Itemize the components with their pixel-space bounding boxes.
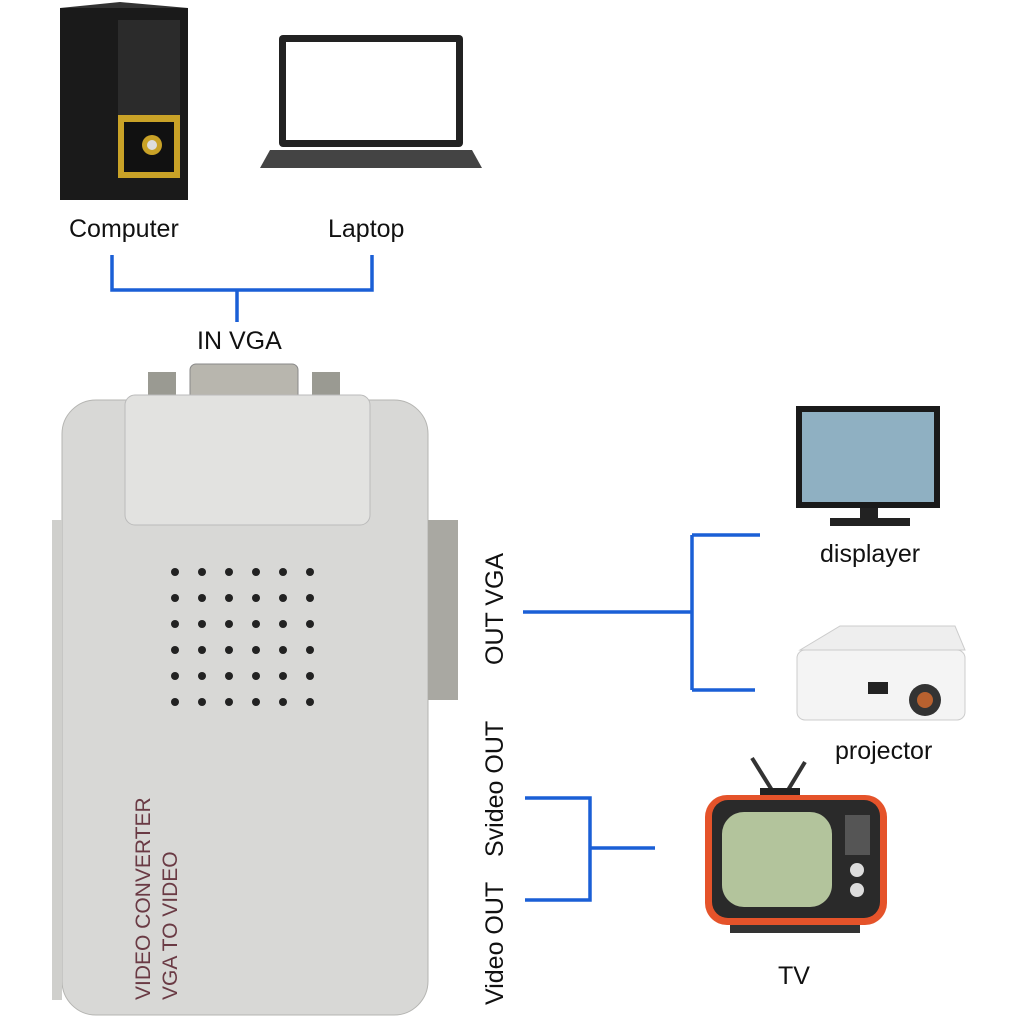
vent-hole bbox=[279, 672, 287, 680]
device-title: VIDEO CONVERTER bbox=[132, 797, 155, 1000]
computer-label: Computer bbox=[69, 215, 179, 243]
vent-hole bbox=[198, 646, 206, 654]
vent-hole bbox=[171, 646, 179, 654]
vent-hole bbox=[252, 620, 260, 628]
vent-hole bbox=[306, 646, 314, 654]
video-out-connector-line bbox=[525, 796, 655, 902]
out-vga-label: OUT VGA bbox=[481, 553, 509, 665]
vent-hole bbox=[171, 620, 179, 628]
vent-holes bbox=[171, 568, 314, 706]
vent-hole bbox=[252, 646, 260, 654]
vent-hole bbox=[252, 672, 260, 680]
vent-hole bbox=[279, 646, 287, 654]
vent-hole bbox=[306, 594, 314, 602]
svideo-out-label: Svideo OUT bbox=[481, 721, 509, 857]
vent-hole bbox=[306, 620, 314, 628]
vent-hole bbox=[279, 620, 287, 628]
vent-hole bbox=[198, 620, 206, 628]
input-connector-line bbox=[110, 255, 374, 322]
video-out-label: Video OUT bbox=[481, 882, 509, 1005]
computer-image bbox=[60, 2, 188, 200]
vent-hole bbox=[171, 594, 179, 602]
vent-hole bbox=[252, 698, 260, 706]
vent-hole bbox=[225, 594, 233, 602]
laptop-image bbox=[260, 35, 482, 168]
vent-hole bbox=[279, 568, 287, 576]
vent-hole bbox=[198, 568, 206, 576]
tv-image bbox=[705, 756, 887, 933]
vent-hole bbox=[252, 568, 260, 576]
vent-hole bbox=[279, 698, 287, 706]
vent-hole bbox=[225, 672, 233, 680]
vent-hole bbox=[225, 568, 233, 576]
monitor-image bbox=[796, 406, 940, 526]
displayer-label: displayer bbox=[820, 540, 920, 568]
vent-hole bbox=[171, 568, 179, 576]
in-vga-label: IN VGA bbox=[197, 327, 282, 355]
vent-hole bbox=[171, 698, 179, 706]
vent-hole bbox=[306, 672, 314, 680]
vent-hole bbox=[171, 672, 179, 680]
vent-hole bbox=[252, 594, 260, 602]
vent-hole bbox=[198, 594, 206, 602]
vent-hole bbox=[225, 698, 233, 706]
vent-hole bbox=[198, 672, 206, 680]
converter-device bbox=[52, 363, 458, 1016]
device-subtitle: VGA TO VIDEO bbox=[159, 851, 182, 1000]
vent-hole bbox=[306, 568, 314, 576]
projector-image bbox=[796, 625, 966, 721]
vent-hole bbox=[225, 620, 233, 628]
vga-out-connector-line bbox=[523, 533, 760, 692]
laptop-label: Laptop bbox=[328, 215, 404, 243]
projector-label: projector bbox=[835, 737, 932, 765]
vent-hole bbox=[279, 594, 287, 602]
vent-hole bbox=[225, 646, 233, 654]
vent-hole bbox=[306, 698, 314, 706]
tv-label: TV bbox=[778, 962, 810, 990]
vent-hole bbox=[198, 698, 206, 706]
